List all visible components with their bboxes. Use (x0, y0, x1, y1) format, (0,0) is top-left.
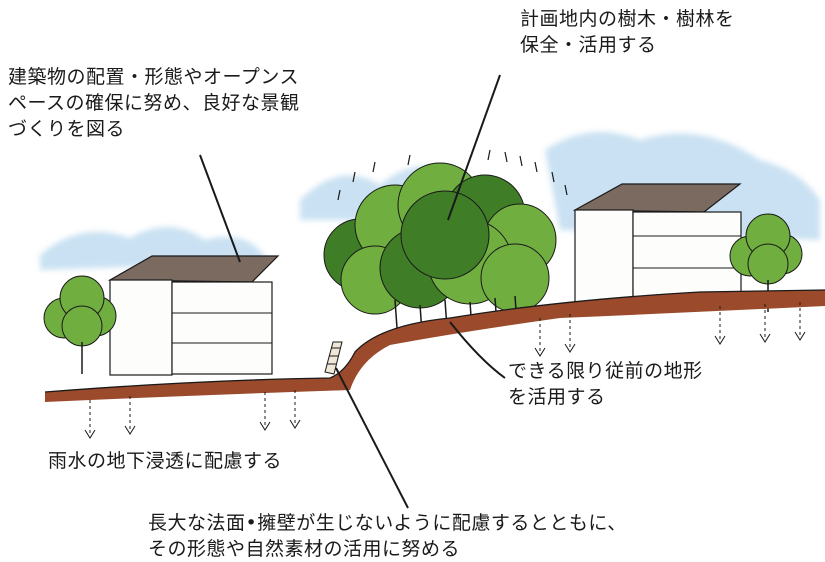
building-right (572, 183, 742, 303)
rain-arrow-head (564, 343, 576, 353)
callout-rainwater: 雨水の地下浸透に配慮する (48, 450, 283, 472)
tree-small-left (43, 275, 117, 374)
growth-tick-marks (337, 149, 568, 201)
building-right-front (632, 211, 742, 303)
growth-tick (407, 154, 411, 166)
roof-right (572, 183, 742, 213)
ground-terrain (45, 290, 825, 402)
callout-terrain: できる限り従前の地形 を活用する (508, 360, 703, 408)
grove-canopy (400, 190, 490, 280)
grove-trunk (394, 299, 398, 329)
tree-grove (323, 162, 557, 334)
growth-tick (372, 161, 376, 173)
retaining-wall (324, 341, 343, 375)
building-right-side (574, 209, 634, 303)
leader-trees (447, 74, 501, 221)
callout-preserve-trees: 計画地内の樹木・樹林を 保全・活用する (520, 8, 735, 56)
rain-arrow-head (84, 429, 96, 439)
growth-tick (564, 184, 568, 196)
small-tree-canopy (747, 243, 789, 285)
leader-buildings (199, 154, 241, 263)
growth-tick (534, 161, 538, 173)
rain-arrow-head (794, 331, 806, 341)
rainwater-infiltration-arrows (84, 302, 806, 439)
rain-arrow-head (259, 421, 271, 431)
building-left (107, 255, 280, 376)
rain-arrow-head (289, 419, 301, 429)
roof-left (107, 255, 280, 283)
rain-arrow-head (759, 333, 771, 343)
leader-slope (335, 367, 409, 509)
growth-tick (504, 151, 508, 163)
growth-tick (551, 171, 555, 183)
leader-lines (199, 74, 506, 509)
growth-tick (337, 189, 341, 201)
growth-tick (487, 149, 491, 161)
callout-slope-wall: 長大な法面•擁壁が生じないように配慮するとともに、 その形態や自然素材の活用に努… (148, 512, 627, 560)
rain-arrow-head (714, 335, 726, 345)
building-left-side (109, 279, 173, 376)
leader-terrain (449, 321, 506, 379)
callout-building-layout: 建築物の配置・形態やオープンス ペースの確保に努め、良好な景観 づくりを図る (8, 66, 300, 140)
growth-tick (519, 155, 523, 167)
rain-arrow-head (534, 347, 546, 357)
small-tree-canopy (61, 305, 103, 347)
building-left-front (171, 281, 273, 375)
growth-tick (352, 171, 356, 183)
rain-arrow-head (124, 425, 136, 435)
